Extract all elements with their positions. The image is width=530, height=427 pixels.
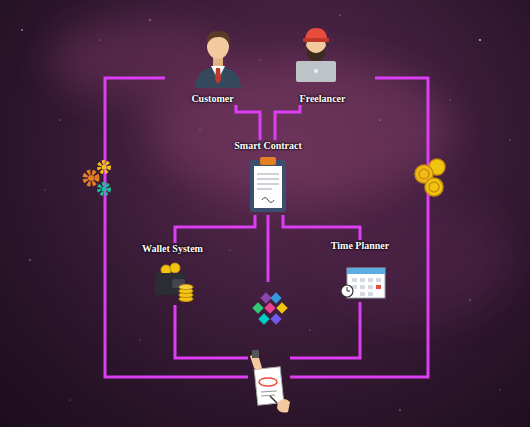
actor-node: Freelancer bbox=[290, 25, 355, 105]
node-label: Customer bbox=[191, 93, 233, 105]
component-node: Time Planner bbox=[325, 240, 395, 302]
freelancer-icon bbox=[296, 28, 336, 82]
node-label: Smart Contract bbox=[234, 140, 301, 152]
customer-icon bbox=[195, 31, 241, 88]
nebula bbox=[50, 20, 510, 320]
connector-lines bbox=[105, 78, 428, 377]
wallet-icon bbox=[155, 263, 193, 302]
node-label: Wallet System bbox=[142, 243, 203, 255]
contract-link bbox=[175, 215, 255, 243]
blockchain-icon bbox=[252, 292, 287, 324]
node-label: Freelancer bbox=[300, 93, 346, 105]
blockchain-line bbox=[267, 215, 270, 282]
calendar-icon bbox=[341, 268, 385, 298]
clipboard-icon bbox=[250, 157, 286, 212]
actor-node: Customer bbox=[185, 25, 240, 105]
contract-node: Smart Contract bbox=[228, 140, 308, 215]
coins-icon bbox=[415, 159, 445, 196]
contract-link bbox=[275, 105, 300, 140]
signed-contract-icon bbox=[250, 350, 290, 413]
planner-line bbox=[290, 302, 360, 358]
contract-link bbox=[283, 215, 360, 240]
component-node: Wallet System bbox=[135, 243, 210, 305]
node-label: Time Planner bbox=[331, 240, 389, 252]
contract-link bbox=[236, 105, 260, 140]
wallet-line bbox=[175, 305, 248, 358]
stars bbox=[21, 14, 510, 410]
gears-icon bbox=[85, 162, 109, 194]
